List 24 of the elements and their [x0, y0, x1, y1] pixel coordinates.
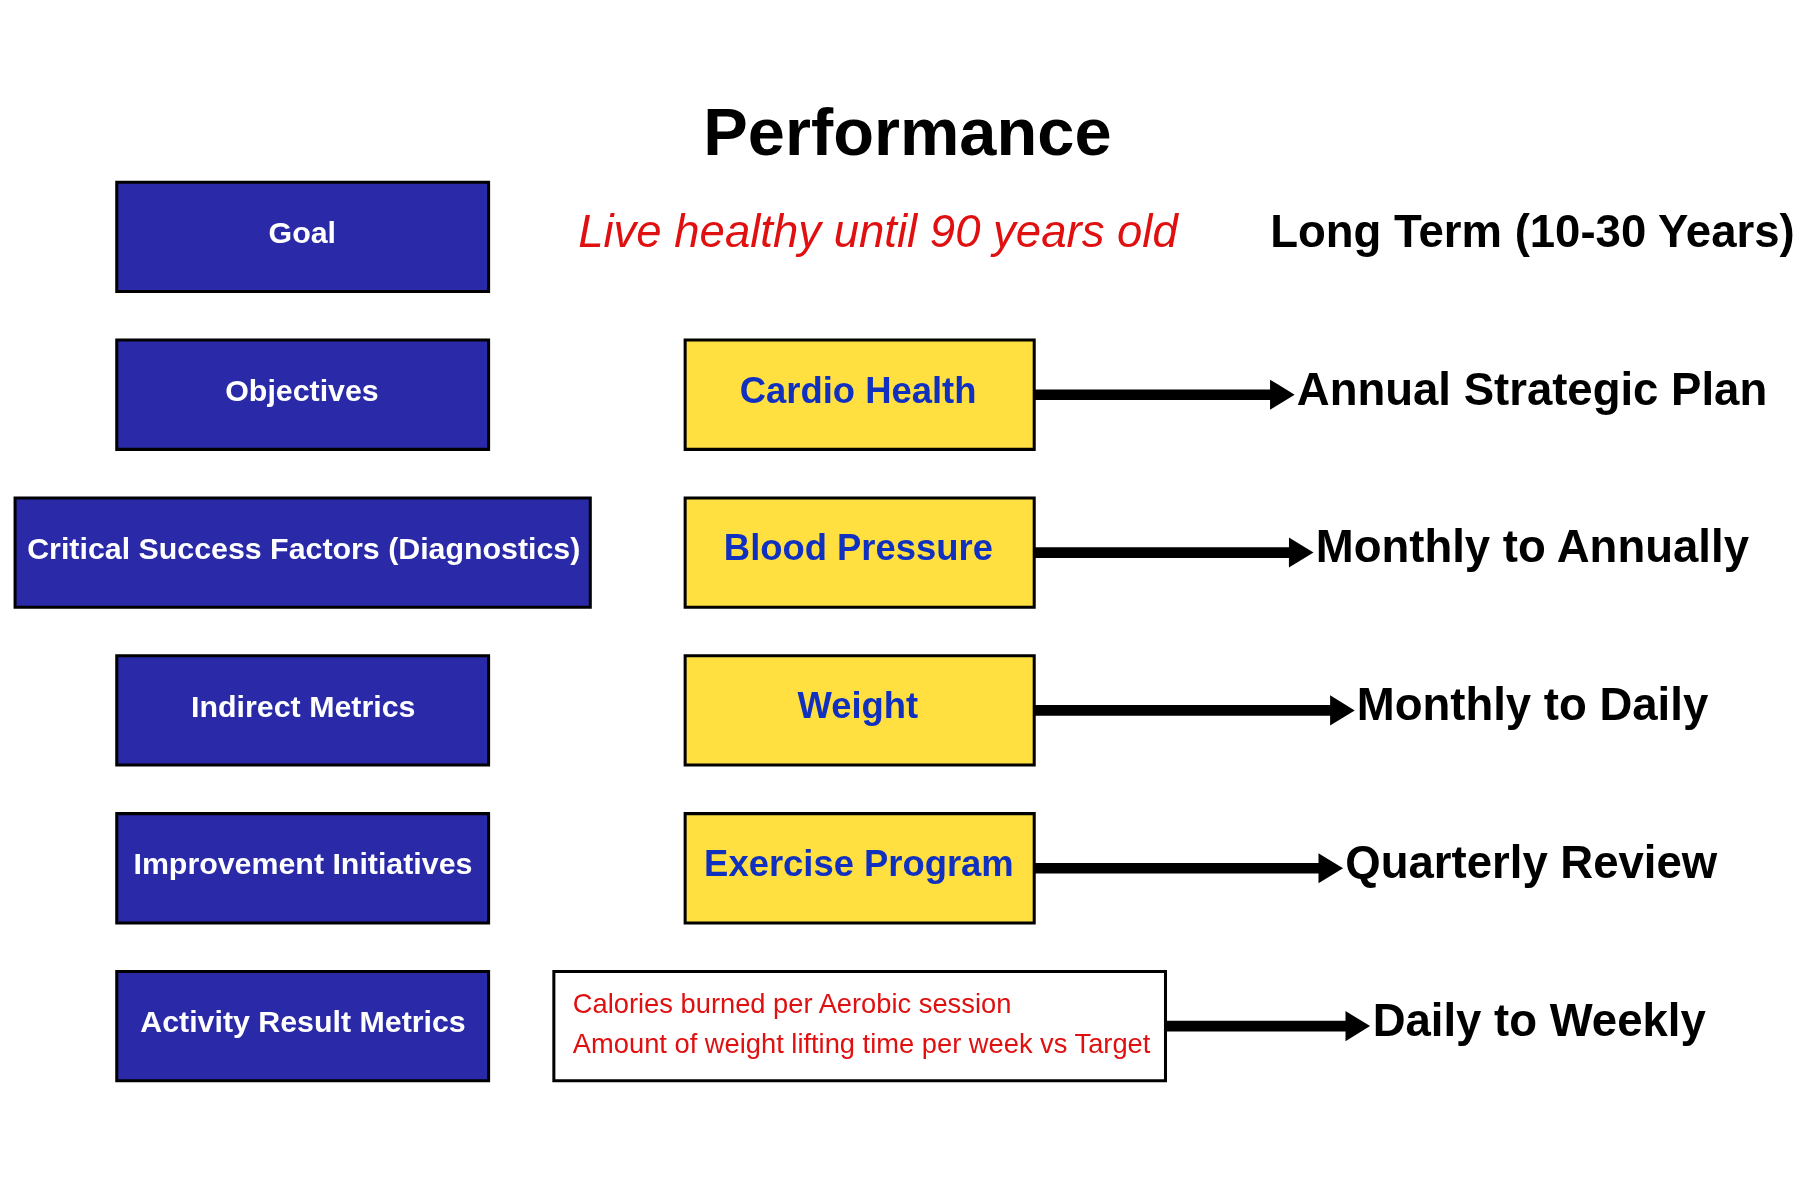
node-text: Quarterly Review: [1344, 837, 1717, 889]
arrow: [1034, 537, 1314, 568]
node-box: Objectives: [114, 338, 490, 451]
node-text: Daily to Weekly: [1372, 994, 1706, 1046]
node-box: Indirect Metrics: [114, 654, 490, 767]
node-box: Weight: [683, 654, 1036, 767]
node-box: Blood Pressure: [683, 496, 1036, 609]
node-text: Annual Strategic Plan: [1296, 363, 1767, 415]
diagram-title: Performance: [702, 95, 1112, 170]
node-box: Activity Result Metrics: [114, 969, 490, 1083]
node-box: Exercise Program: [683, 812, 1036, 925]
node-text: Monthly to Daily: [1356, 679, 1708, 731]
node-box: Goal: [114, 180, 490, 294]
node-box: Improvement Initiatives: [114, 812, 490, 925]
node-box: Calories burned per Aerobic session Amount of weight lifting time per week vs Target: [551, 969, 1167, 1083]
node-text: Monthly to Annually: [1315, 521, 1749, 573]
arrow: [1034, 379, 1295, 410]
node-box: Critical Success Factors (Diagnostics): [13, 496, 592, 609]
arrow: [1034, 853, 1343, 884]
node-box: Cardio Health: [683, 338, 1036, 451]
arrow: [1034, 695, 1355, 726]
label: Live healthy until 90 years old: [577, 205, 1178, 257]
label: Long Term (10-30 Years): [1269, 205, 1795, 257]
arrow: [1165, 1011, 1370, 1042]
